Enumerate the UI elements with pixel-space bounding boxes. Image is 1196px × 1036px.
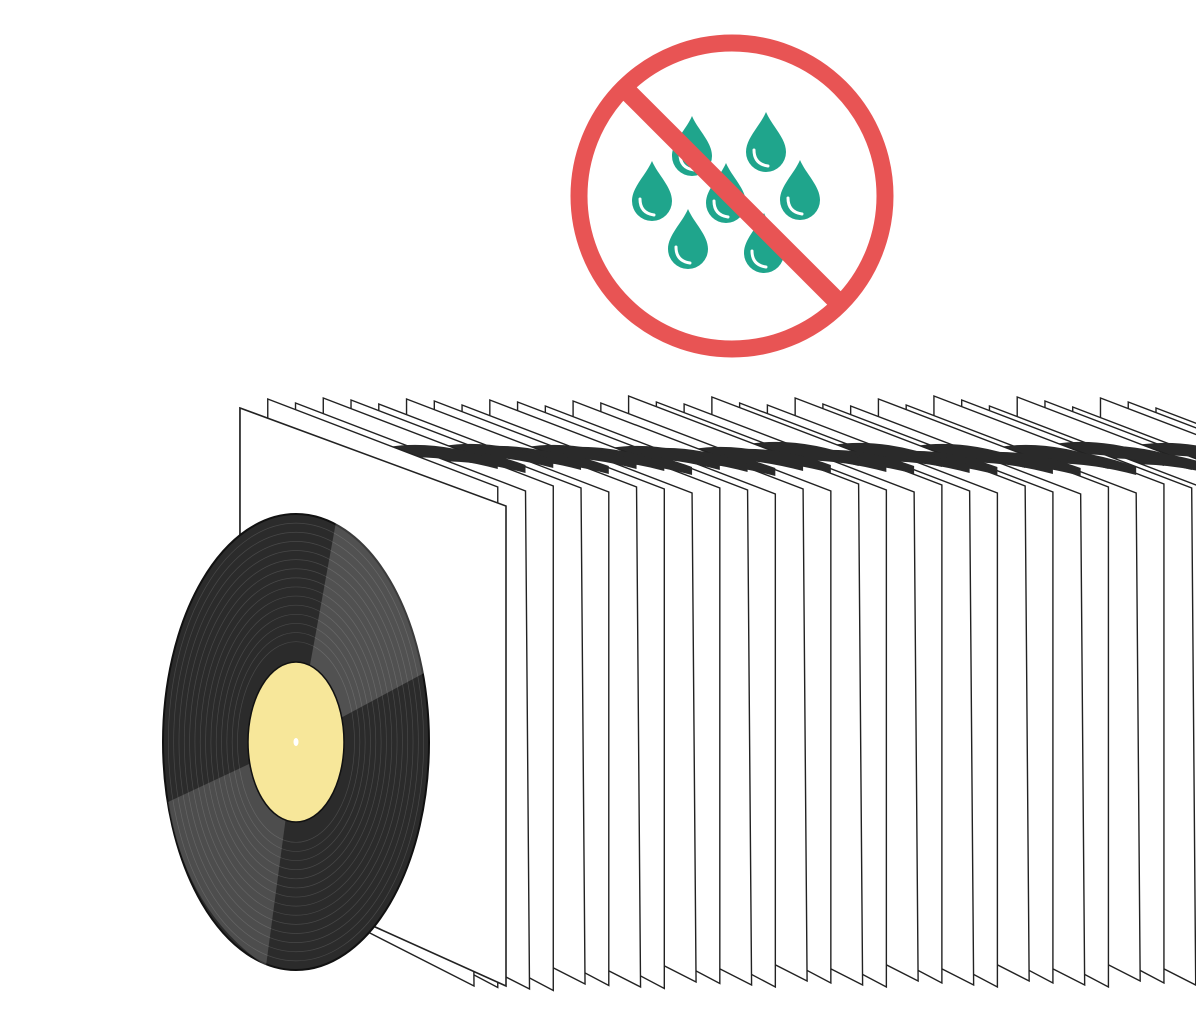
record-peek xyxy=(387,444,498,469)
vinyl-groove xyxy=(215,604,377,880)
record-peek xyxy=(998,444,1109,469)
water-drop-highlight xyxy=(674,245,692,265)
no-water-sign xyxy=(570,34,894,358)
water-drop-highlight xyxy=(786,196,804,216)
vinyl-groove xyxy=(231,632,361,852)
vinyl-groove xyxy=(205,586,387,898)
record-peek xyxy=(915,443,1026,468)
vinyl-groove xyxy=(178,541,414,943)
vinyl-groove xyxy=(183,550,409,934)
record-peek xyxy=(693,446,804,471)
record-peek xyxy=(526,444,637,469)
record-peek xyxy=(748,441,859,466)
vinyl-groove xyxy=(167,522,425,962)
water-drop-highlight xyxy=(638,197,656,217)
vinyl-groove xyxy=(210,595,382,889)
vinyl-spindle-hole xyxy=(293,738,299,746)
vinyl-groove xyxy=(226,623,366,861)
vinyl-groove xyxy=(194,568,398,916)
vinyl-groove xyxy=(221,613,371,871)
record-collection xyxy=(162,394,1196,992)
prohibition-ring xyxy=(570,34,894,358)
prohibition-slash xyxy=(617,81,847,311)
vinyl-groove xyxy=(173,531,419,953)
vinyl-record-icon xyxy=(162,513,430,971)
water-drop-highlight xyxy=(712,199,730,219)
record-peek xyxy=(1053,441,1164,466)
record-peek xyxy=(609,445,720,470)
water-drop-highlight xyxy=(752,148,770,168)
vinyl-groove xyxy=(199,577,393,907)
record-sleeves-stack xyxy=(239,394,1196,992)
record-peek xyxy=(831,442,942,467)
record-peek xyxy=(443,443,554,468)
water-drop-highlight xyxy=(750,249,768,269)
vinyl-groove xyxy=(189,559,403,925)
vinyl-groove xyxy=(237,641,355,843)
